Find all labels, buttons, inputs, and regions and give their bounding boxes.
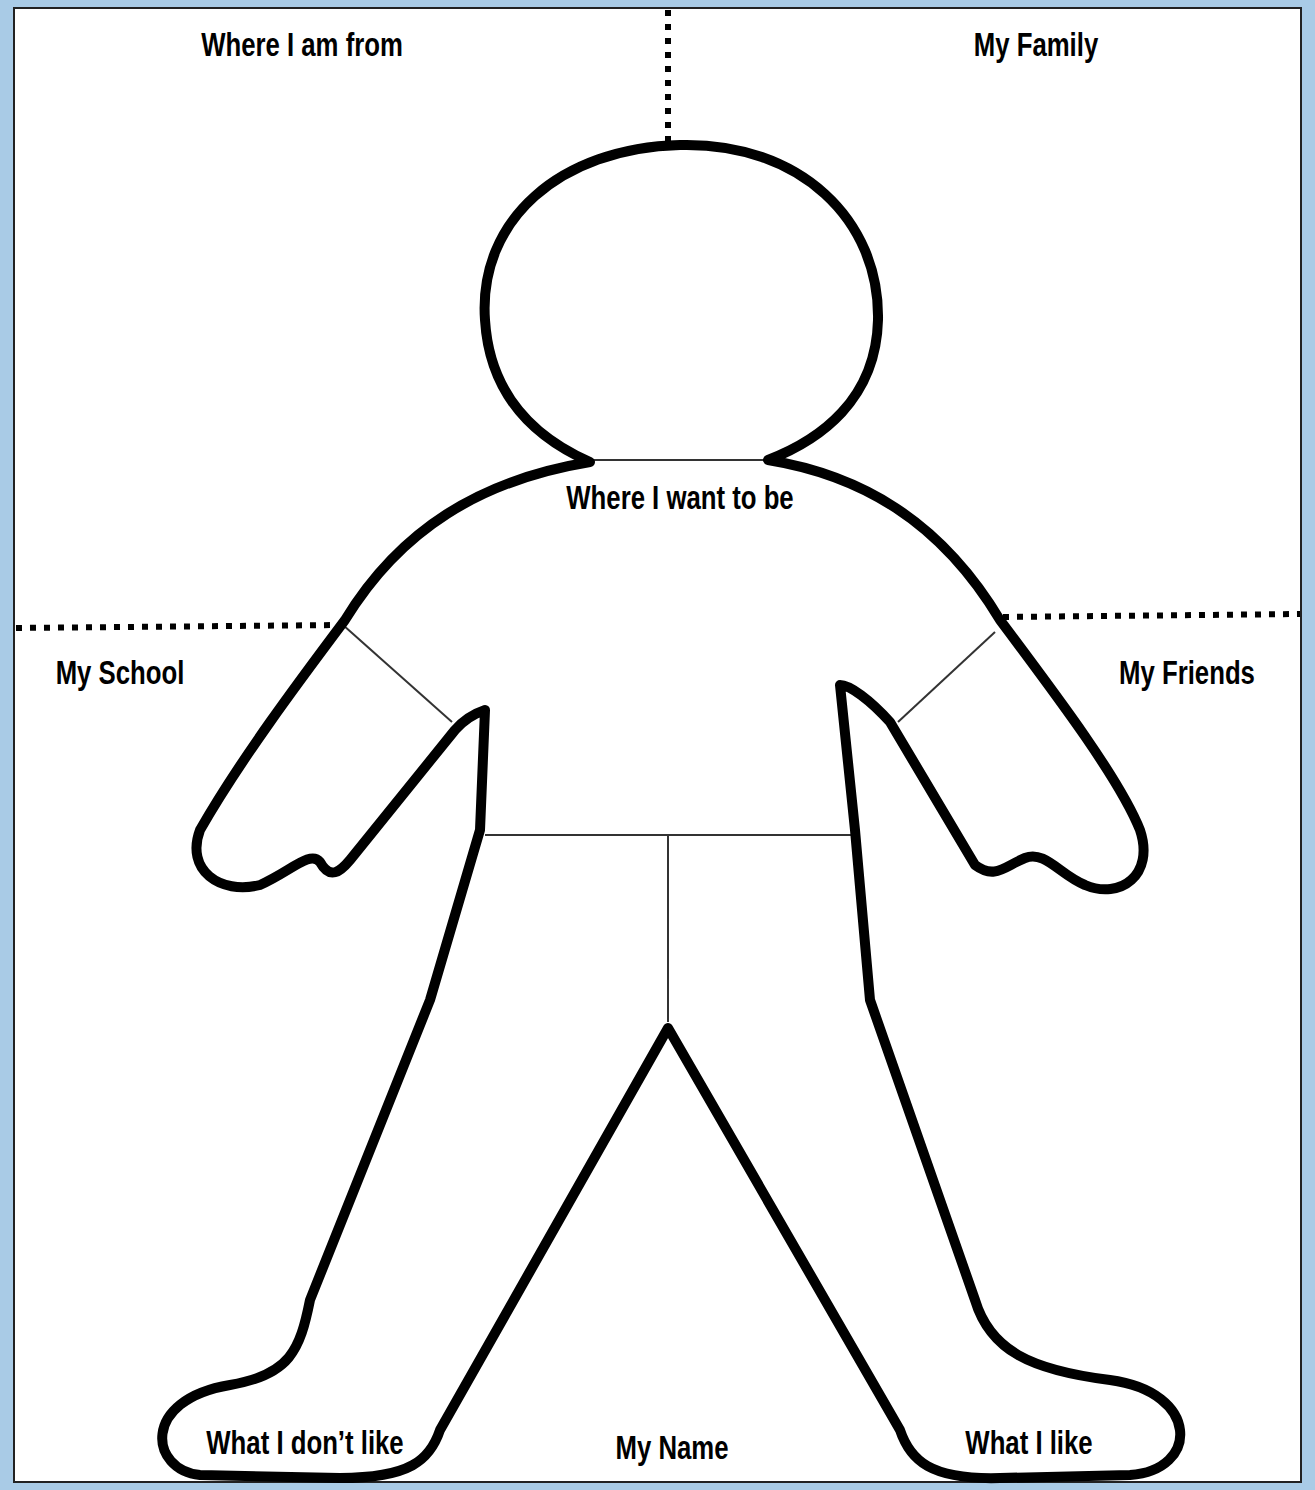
person-outline <box>162 145 1180 1478</box>
region-label: My Name <box>615 1430 728 1466</box>
dotted-divider <box>1003 614 1300 617</box>
region-label: What I like <box>965 1425 1092 1461</box>
body-divider <box>343 625 452 722</box>
region-label: Where I want to be <box>566 480 793 516</box>
region-label: My Friends <box>1119 655 1255 691</box>
region-label: My Family <box>974 27 1098 63</box>
body-divider <box>667 835 669 1022</box>
region-label: What I don’t like <box>206 1425 403 1461</box>
body-divider <box>592 459 768 461</box>
dotted-divider <box>16 625 338 628</box>
dotted-divider <box>665 10 671 145</box>
body-divider <box>898 632 995 722</box>
region-label: My School <box>56 655 185 691</box>
region-label: Where I am from <box>201 27 403 63</box>
worksheet-frame <box>14 8 1301 1482</box>
